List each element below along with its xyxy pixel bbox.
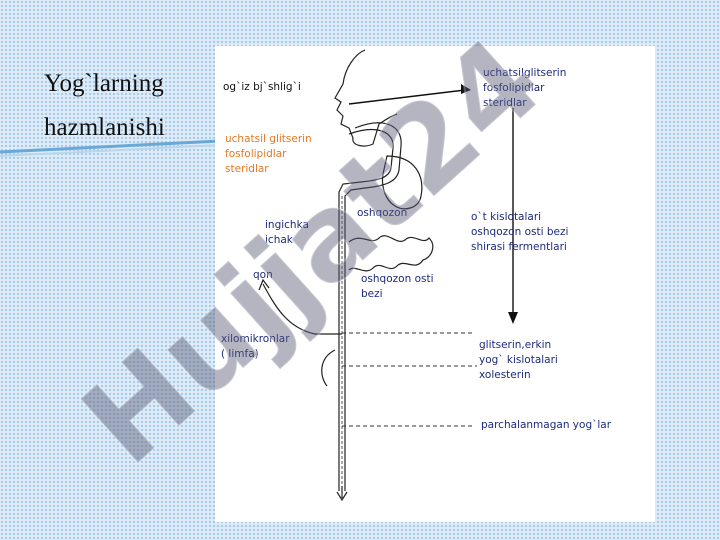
blood-vessel-curve [262, 283, 342, 335]
stomach-shape [381, 155, 423, 210]
label-enzymes: o`t kislotalari oshqozon osti bezi shira… [471, 211, 569, 253]
label-blood: qon [253, 269, 273, 281]
label-input-left: uchatsil glitserin fosfolipidlar steridl… [225, 133, 312, 175]
esophagus [344, 122, 402, 491]
tract-exit-arrow [336, 486, 348, 502]
label-mouth: og`iz bj`shlig`i [223, 81, 301, 93]
digestion-diagram: og`iz bj`shlig`i uchatsilglitserin fosfo… [215, 46, 655, 522]
digestive-tract-drawing [258, 49, 518, 502]
title-underline [0, 138, 240, 157]
label-small-intestine: ingichka ichak [265, 219, 309, 246]
label-pancreas: oshqozon osti bezi [361, 273, 434, 300]
label-chylomicrons: xilomikronlar ( limfa) [221, 333, 290, 360]
small-intestine-shape [348, 235, 434, 272]
label-undigested: parchalanmagan yog`lar [481, 419, 612, 431]
esophagus-inner [338, 129, 394, 491]
label-products: glitserin,erkin yog` kislotalari xoleste… [479, 339, 558, 381]
label-input-top-right: uchatsilglitserin fosfolipidlar steridla… [483, 67, 567, 109]
mouth-to-input-arrow [348, 89, 466, 105]
lymph-curve [321, 349, 336, 387]
label-stomach: oshqozon [357, 207, 408, 219]
head-outline [334, 49, 398, 147]
slide-title: Yog`larning hazmlanishi [44, 70, 165, 141]
